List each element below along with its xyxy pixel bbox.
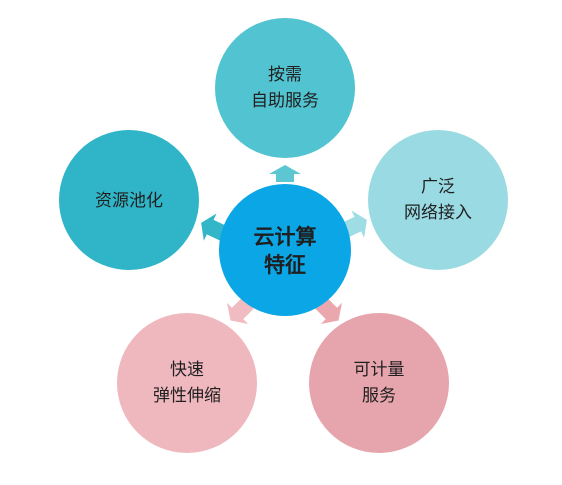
node-right-line2: 网络接入 [404,203,472,223]
arrow-to-left-node [201,213,228,241]
node-measured-service: 可计量 服务 [309,313,449,453]
node-left-line1: 资源池化 [95,191,163,211]
arrow-to-top-node [269,165,301,182]
node-bottom-right-line1: 可计量 [354,360,405,380]
node-bottom-left-line2: 弹性伸缩 [153,386,221,406]
node-top-line2: 自助服务 [251,91,319,111]
node-bottom-right-line2: 服务 [362,386,396,406]
center-title-line2: 特征 [264,253,306,277]
node-bottom-right-circle [309,313,449,453]
node-left-circle [59,130,199,270]
node-resource-pooling: 资源池化 [59,130,199,270]
node-top-circle [215,18,355,158]
node-right-line1: 广泛 [421,177,455,197]
center-node: 云计算 特征 [219,184,351,316]
node-top-line1: 按需 [268,65,302,85]
node-broad-network-access: 广泛 网络接入 [368,130,508,270]
node-bottom-left-line1: 快速 [170,360,204,380]
node-on-demand-self-service: 按需 自助服务 [215,18,355,158]
node-right-circle [368,130,508,270]
center-title-line1: 云计算 [254,225,317,249]
node-bottom-left-circle [117,313,257,453]
node-rapid-elasticity: 快速 弹性伸缩 [117,313,257,453]
center-circle [219,184,351,316]
